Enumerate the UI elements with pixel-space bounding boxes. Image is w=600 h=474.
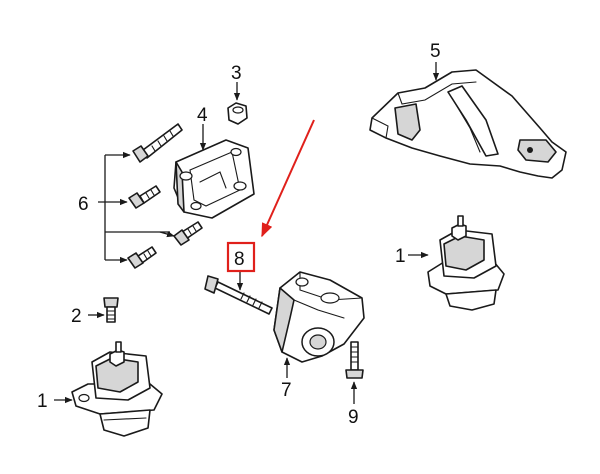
bolts-part-6 <box>127 123 203 269</box>
callout-labels: 5 3 4 6 8 1 2 7 1 9 <box>37 41 441 428</box>
callout-1-right: 1 <box>395 246 406 267</box>
callout-3: 3 <box>231 63 242 84</box>
callout-4: 4 <box>197 105 208 126</box>
bolt-6a <box>132 123 183 163</box>
bolt-6c <box>173 221 203 246</box>
stud-bolt-part-9 <box>345 341 364 379</box>
callout-1-left: 1 <box>37 391 48 412</box>
transmission-mount-part-7 <box>273 271 365 363</box>
leader-lines <box>54 62 440 404</box>
red-pointer-arrow <box>261 119 315 238</box>
callout-6: 6 <box>78 194 89 215</box>
mount-bracket-part-4 <box>173 139 255 219</box>
callout-7: 7 <box>281 380 292 401</box>
callout-5: 5 <box>430 41 441 62</box>
small-bolt-part-2 <box>103 297 119 323</box>
bolt-6d <box>127 246 157 269</box>
callout-8-highlight-box <box>226 241 256 273</box>
engine-mount-part-1-right <box>427 215 505 311</box>
bolt-6b <box>128 185 161 209</box>
through-bolt-part-8 <box>204 275 273 315</box>
engine-mount-part-1-left <box>71 341 163 437</box>
callout-2: 2 <box>71 306 82 327</box>
highlight-annotation <box>226 119 315 273</box>
heat-shield-part-5 <box>369 69 567 179</box>
nut-part-3 <box>227 102 248 125</box>
callout-9: 9 <box>348 407 359 428</box>
callout-8: 8 <box>234 249 245 270</box>
